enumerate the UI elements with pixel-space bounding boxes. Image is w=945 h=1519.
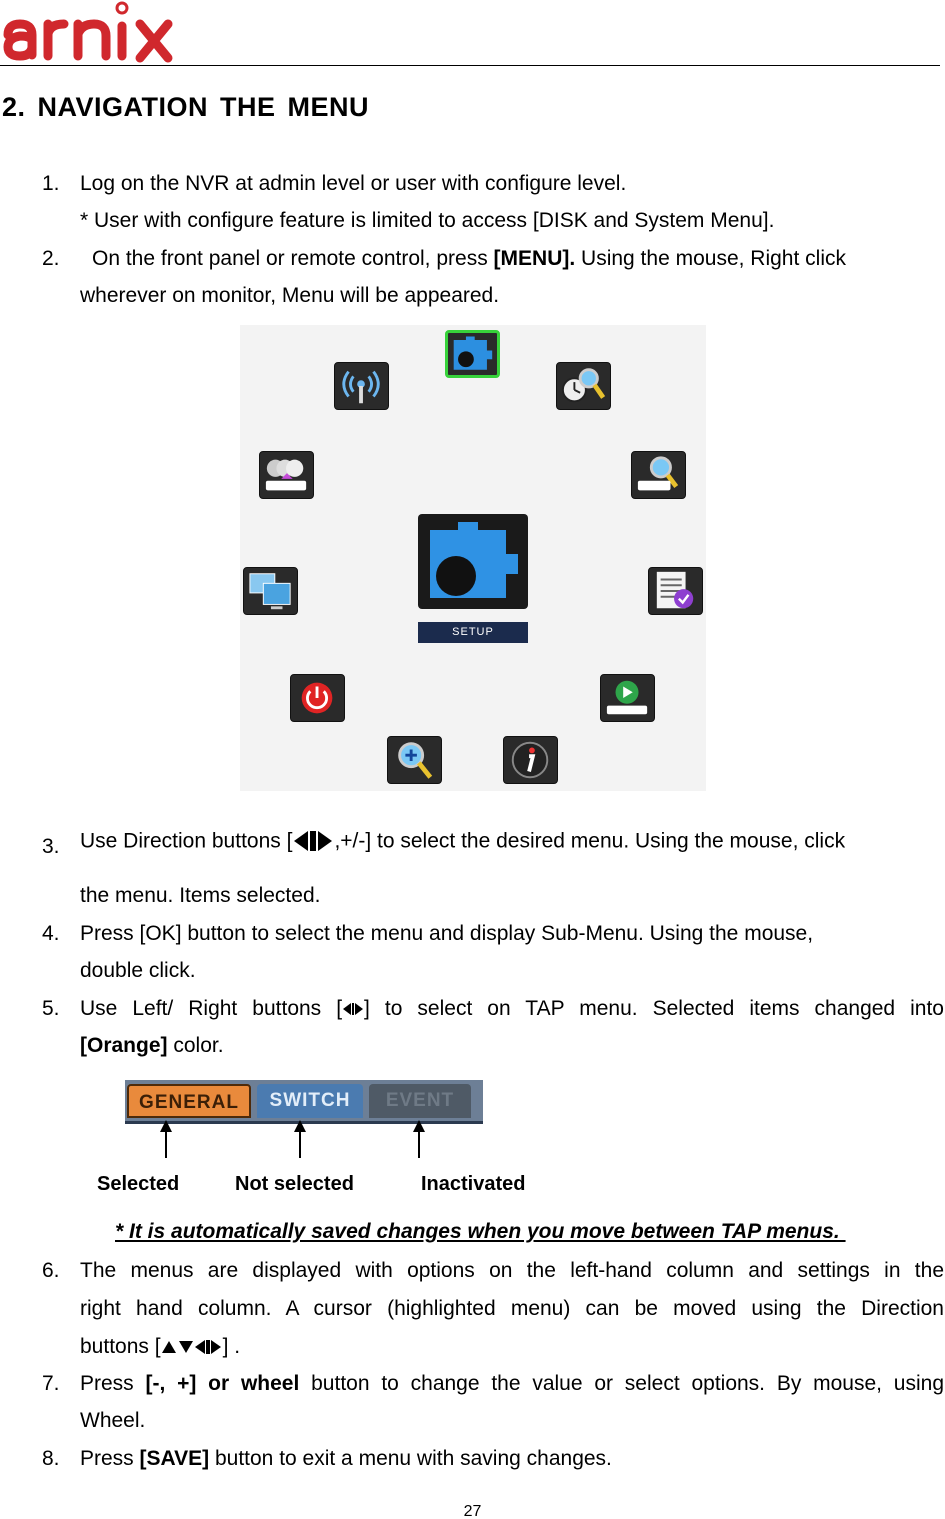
display-icon[interactable]	[243, 567, 298, 615]
arrow-up	[160, 1120, 172, 1158]
step-number: 5.	[42, 997, 60, 1020]
header-rule	[0, 65, 940, 66]
info-icon[interactable]	[503, 736, 558, 784]
tab-label-not-selected: Not selected	[235, 1173, 354, 1195]
section-title: 2. NAVIGATION THE MENU	[2, 92, 370, 122]
power-icon[interactable]	[290, 674, 345, 722]
step-number: 8.	[42, 1447, 60, 1470]
playback-icon[interactable]	[600, 674, 655, 722]
step-text: Press [OK] button to select the menu and…	[80, 922, 814, 945]
log-icon[interactable]	[648, 567, 703, 615]
step-text: On the front panel or remote control, pr…	[92, 247, 846, 270]
left-right-arrow-icon	[294, 831, 333, 852]
step-text: right hand column. A cursor (highlighted…	[80, 1297, 944, 1320]
step-text: buttons [] .	[80, 1335, 241, 1358]
step-number: 2.	[42, 247, 60, 270]
tab-label-selected: Selected	[97, 1173, 180, 1195]
disk-icon[interactable]	[259, 451, 314, 499]
step-text: Log on the NVR at admin level or user wi…	[80, 172, 627, 195]
step-text: Wheel.	[80, 1409, 146, 1432]
step-text: [Orange] color.	[80, 1034, 224, 1057]
step-number: 3.	[42, 835, 60, 858]
search-icon[interactable]	[631, 451, 686, 499]
arrow-up	[413, 1120, 425, 1158]
auto-save-note: * It is automatically saved changes when…	[115, 1220, 846, 1243]
step-text: Press [-, +] or wheel button to change t…	[80, 1372, 945, 1395]
tap-menu-tabs: GENERAL SWITCH EVENT	[125, 1080, 483, 1124]
step-text: wherever on monitor, Menu will be appear…	[80, 284, 500, 307]
page-number: 27	[463, 1503, 482, 1519]
zoom-icon[interactable]	[387, 736, 442, 784]
setup-icon[interactable]	[445, 330, 500, 378]
left-right-arrow-icon	[343, 1003, 364, 1016]
step-text: The menus are displayed with options on …	[80, 1259, 944, 1282]
step-text: Use Direction buttons [,+/-] to select t…	[80, 829, 846, 853]
step-number: 6.	[42, 1259, 60, 1282]
step-number: 4.	[42, 922, 60, 945]
step-text: * User with configure feature is limited…	[80, 209, 775, 232]
step-text: Use Left/ Right buttons [] to select on …	[80, 997, 944, 1020]
tab-general[interactable]: GENERAL	[127, 1084, 251, 1118]
tab-switch[interactable]: SWITCH	[257, 1084, 363, 1118]
step-number: 1.	[42, 172, 60, 195]
step-text: double click.	[80, 959, 196, 982]
time-search-icon[interactable]	[556, 362, 611, 410]
network-icon[interactable]	[334, 362, 389, 410]
arrow-up	[294, 1120, 306, 1158]
setup-icon-large[interactable]	[418, 514, 528, 609]
tab-label-inactivated: Inactivated	[421, 1173, 526, 1195]
step-number: 7.	[42, 1372, 60, 1395]
step-text: the menu. Items selected.	[80, 884, 321, 907]
arnix-logo	[3, 1, 173, 63]
setup-label: SETUP	[418, 622, 528, 643]
tab-event: EVENT	[369, 1084, 471, 1118]
direction-arrows-icon	[161, 1340, 221, 1355]
step-text: Press [SAVE] button to exit a menu with …	[80, 1447, 612, 1470]
